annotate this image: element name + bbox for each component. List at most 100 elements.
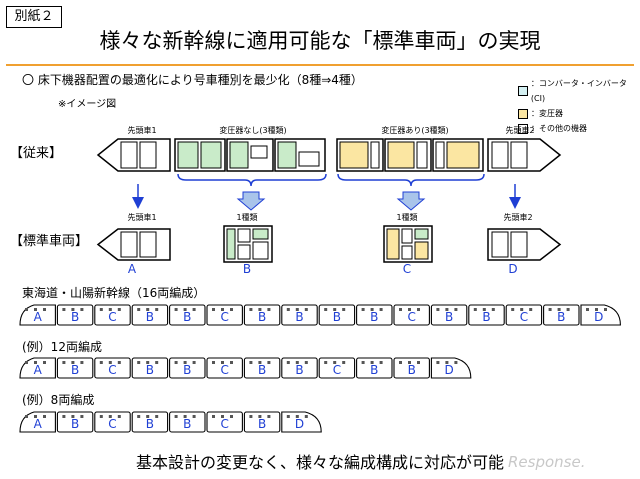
train-car-letter: B — [295, 363, 303, 377]
train-car-c — [393, 304, 430, 326]
train-car-letter: B — [258, 417, 266, 431]
block-arrow-c — [396, 191, 426, 211]
train-window — [80, 415, 84, 418]
train-window — [34, 308, 37, 311]
train-window — [249, 415, 253, 418]
row-label-standard: 【標準車両】 — [10, 234, 89, 249]
train-window — [34, 361, 37, 364]
train-window — [80, 308, 84, 311]
std-car-b — [223, 225, 273, 263]
train-window — [304, 308, 308, 311]
std-header-b: 1種類 — [236, 213, 258, 222]
train-car-letter: D — [295, 417, 304, 431]
train-window — [212, 361, 215, 364]
train-window — [295, 308, 299, 311]
train-window — [454, 308, 458, 311]
train-car-b — [281, 357, 318, 379]
train-window — [25, 415, 28, 418]
train-window — [174, 361, 178, 364]
train-window — [221, 415, 224, 418]
row-label-old: 【従来】 — [10, 146, 63, 161]
train-window — [379, 361, 383, 364]
old-lead-car-1 — [96, 138, 171, 172]
train-window — [62, 361, 66, 364]
train-window — [333, 361, 337, 364]
std-car-a — [96, 228, 171, 261]
title-underline — [6, 64, 634, 66]
legend-label-transformer: ：変圧器 — [531, 109, 563, 118]
train-car-letter: D — [444, 363, 453, 377]
train-car-letter: C — [520, 310, 528, 324]
train-car-b — [281, 304, 318, 326]
train-car-b — [56, 357, 94, 379]
page-title: 様々な新幹線に適用可能な「標準車両」の実現 — [99, 29, 541, 53]
old-car-no-transformer-1 — [174, 138, 226, 172]
train-window — [286, 308, 290, 311]
old-car-with-transformer-3 — [432, 138, 484, 172]
train-car-a — [19, 304, 56, 326]
train-car-c — [318, 357, 356, 379]
train-window — [417, 361, 420, 364]
std-car-c — [383, 225, 433, 263]
train-window — [183, 308, 187, 311]
std-letter-c: C — [402, 262, 412, 276]
train-window — [304, 361, 308, 364]
legend-item-ci: ：コンバータ・インバータ(CI) — [518, 76, 640, 106]
train-window — [595, 308, 598, 311]
train-car-letter: A — [34, 310, 43, 324]
train-window — [192, 308, 196, 311]
train-window — [221, 308, 224, 311]
train-window — [146, 361, 150, 364]
train-car-letter: C — [221, 417, 229, 431]
train-car-letter: A — [34, 417, 43, 431]
train-car-letter: B — [408, 363, 416, 377]
std-header-c: 1種類 — [396, 213, 418, 222]
train-car-b — [430, 304, 468, 326]
train-window — [108, 361, 112, 364]
train-car-letter: B — [71, 310, 79, 324]
train-car-b — [243, 304, 281, 326]
train-car-b — [243, 357, 281, 379]
std-header-lead-1: 先頭車1 — [127, 213, 157, 222]
train-car-a — [19, 357, 56, 379]
train-car-letter: B — [370, 363, 378, 377]
train-car-b — [169, 357, 206, 379]
train-window — [399, 361, 402, 364]
train-window — [137, 308, 141, 311]
header-no-transformer: 変圧器なし(3種類) — [219, 126, 287, 135]
train-window — [586, 308, 589, 311]
image-note: ※イメージ図 — [58, 99, 117, 110]
train-car-c — [94, 304, 131, 326]
train-car-b — [393, 357, 430, 379]
train-window — [80, 361, 84, 364]
train-car-b — [131, 304, 169, 326]
legend-item-transformer: ：変圧器 — [518, 106, 640, 121]
train-window — [445, 308, 449, 311]
train-car-b — [243, 411, 281, 433]
block-arrow-b — [236, 191, 266, 211]
train-window — [43, 361, 46, 364]
train-car-b — [56, 411, 94, 433]
train-car-letter: D — [594, 310, 603, 324]
train-window — [99, 361, 103, 364]
train-car-letter: B — [146, 417, 154, 431]
train-car-letter: B — [295, 310, 303, 324]
train-window — [454, 361, 458, 364]
train-window — [370, 308, 374, 311]
train-window — [221, 361, 224, 364]
legend-label-ci: ：コンバータ・インバータ(CI) — [530, 79, 627, 103]
brace-with-transformer — [337, 173, 485, 187]
train-window — [25, 361, 28, 364]
train-window — [445, 361, 449, 364]
legend-swatch-transformer — [518, 108, 528, 119]
train-car-b — [318, 304, 356, 326]
train-window — [295, 415, 299, 418]
old-car-with-transformer-2 — [384, 138, 432, 172]
train-window — [258, 361, 262, 364]
train-car-letter: A — [34, 363, 43, 377]
train-window — [286, 415, 290, 418]
train-window — [146, 308, 150, 311]
